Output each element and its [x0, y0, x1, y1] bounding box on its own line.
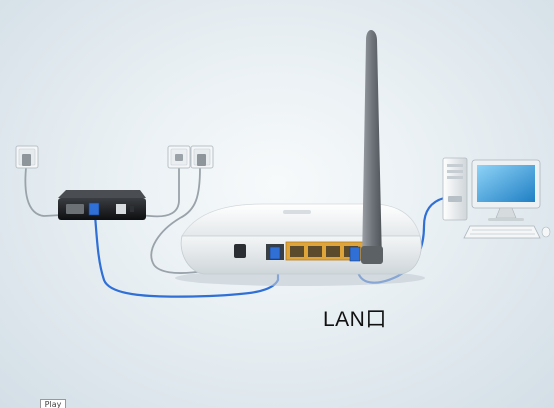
wall-power-outlet-right [190, 145, 214, 169]
desktop-computer [442, 157, 551, 239]
phone-line-cable [137, 168, 180, 218]
modem-power-cable [24, 167, 63, 217]
play-button[interactable]: Play [40, 399, 66, 408]
modem-to-router-ethernet-cable [93, 214, 280, 298]
adsl-modem [58, 190, 146, 220]
wall-power-outlet-left [15, 145, 39, 169]
lan-port-label: LAN口 [323, 308, 387, 331]
wall-phone-socket [167, 145, 191, 169]
router-antenna [361, 30, 383, 264]
wireless-router [175, 203, 425, 286]
